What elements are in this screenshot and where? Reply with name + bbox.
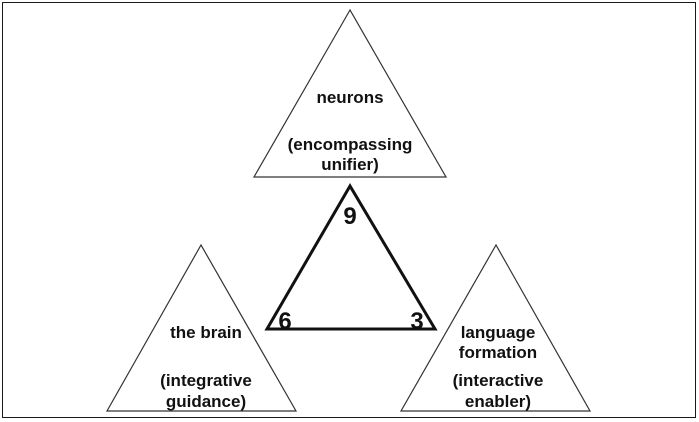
right-label-line1: language [461, 323, 536, 342]
right-label-line4: enabler) [465, 392, 531, 411]
top-label-line2: (encompassing [288, 135, 413, 154]
left-label-line1: the brain [170, 323, 242, 342]
right-triangle [399, 243, 592, 412]
top-triangle [252, 8, 448, 178]
left-triangle [105, 243, 298, 412]
left-label-line3: guidance) [166, 392, 246, 411]
right-label-line2: formation [459, 343, 537, 362]
left-label-line2: (integrative [160, 371, 252, 390]
right-label-line3: (interactive [453, 371, 544, 390]
top-label-line3: unifier) [321, 155, 379, 174]
top-label-line1: neurons [316, 88, 383, 107]
center-number-right: 3 [410, 308, 423, 335]
center-triangle [264, 183, 438, 331]
center-number-top: 9 [343, 203, 356, 230]
center-number-left: 6 [278, 308, 291, 335]
